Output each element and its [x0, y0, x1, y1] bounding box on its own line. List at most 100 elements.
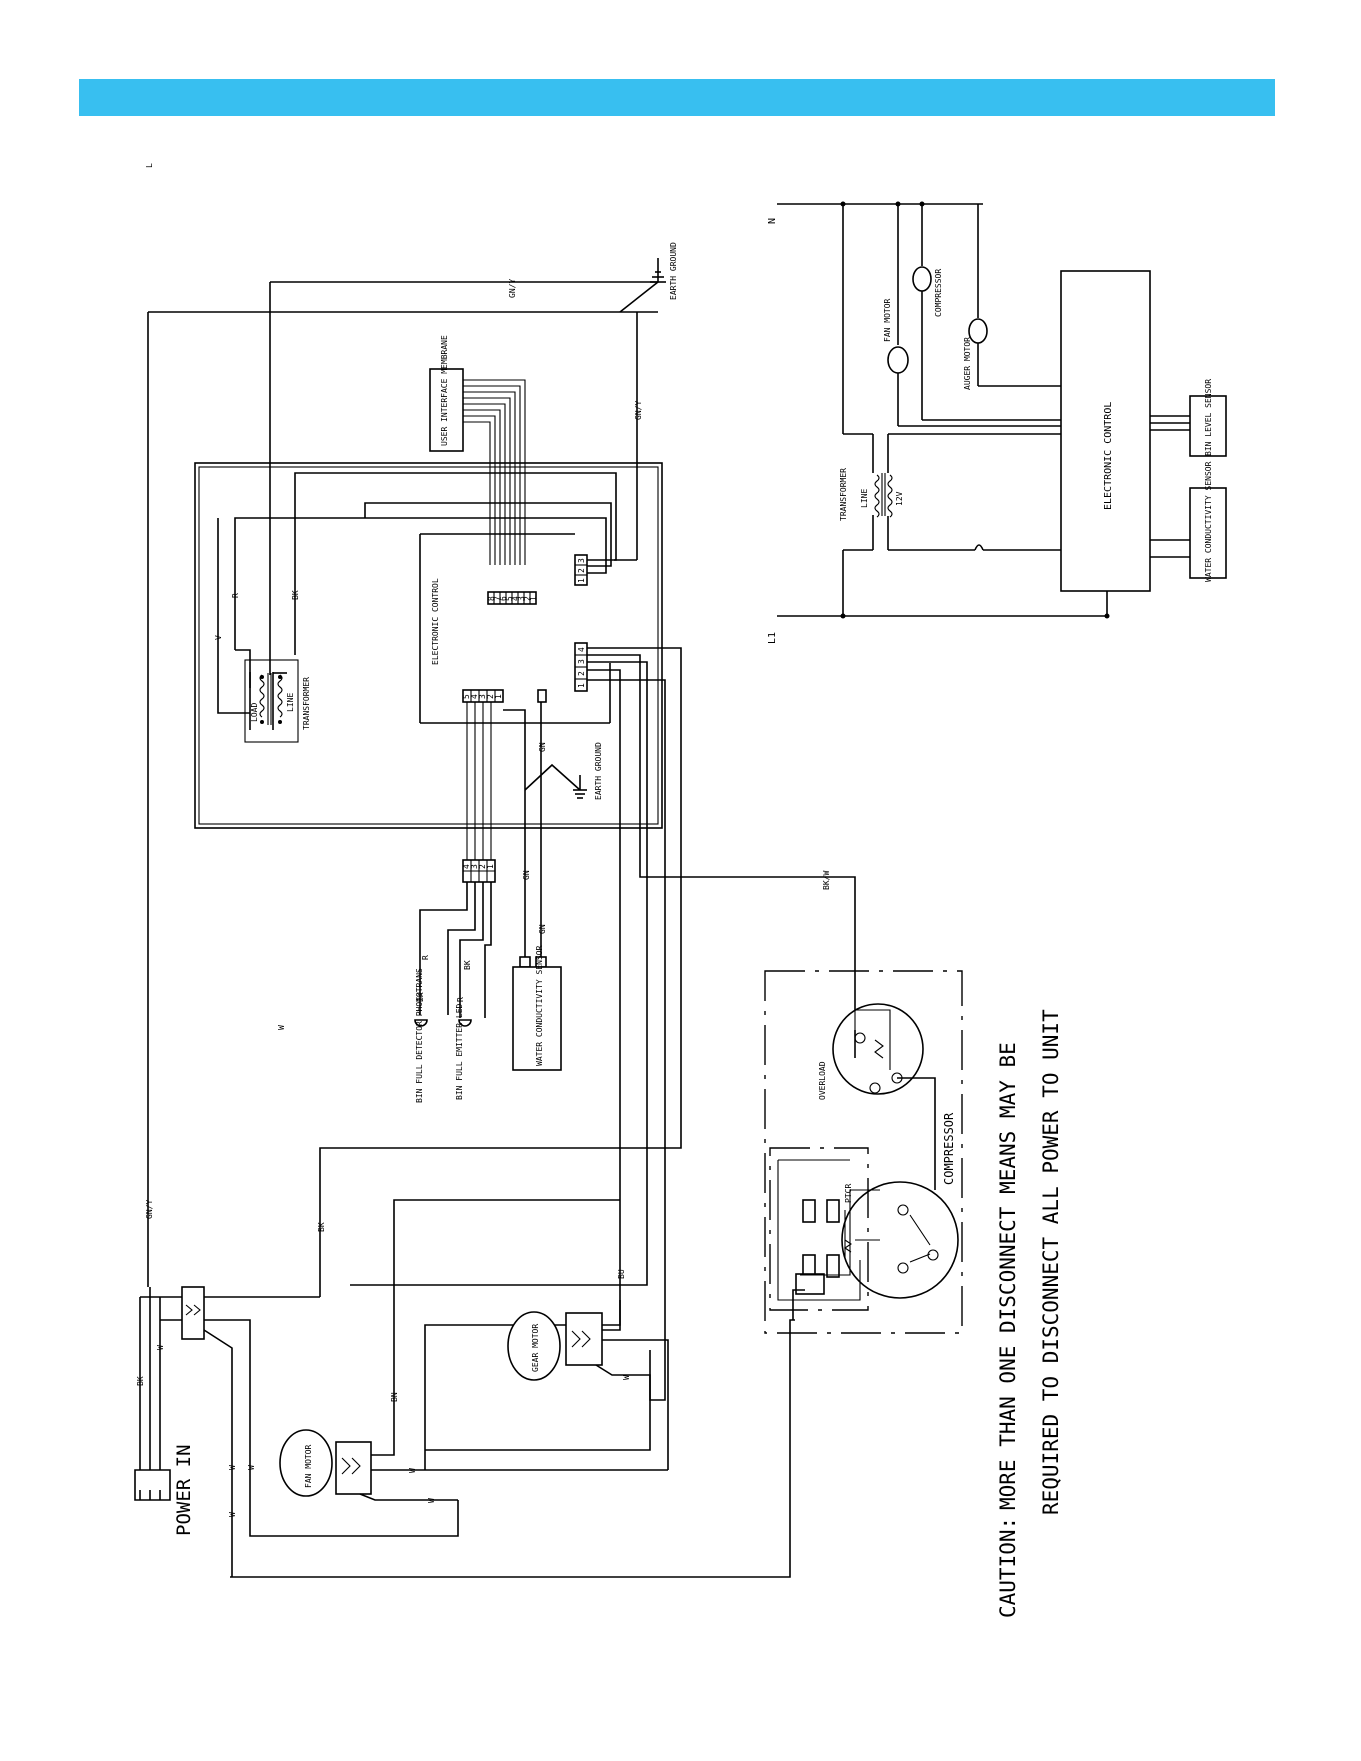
- water-conductivity-label: WATER CONDUCTIVITY SENSOR: [535, 945, 544, 1066]
- ground-terminal: [537, 689, 547, 703]
- gear-motor-label: GEAR MOTOR: [531, 1324, 540, 1372]
- compressor-enclosure: [764, 970, 963, 1334]
- connector-4-pin-right: [574, 642, 588, 692]
- bk-label-plug: BK: [136, 1376, 145, 1386]
- bin-full-emitter-symbol: [458, 1019, 472, 1027]
- fan-motor: [279, 1429, 333, 1497]
- connector-4-right-pin: 4: [577, 647, 586, 652]
- bk-label-emitter: BK: [463, 960, 472, 970]
- connector-8-pin: 6: [499, 596, 508, 601]
- bu-label: BU: [617, 1269, 626, 1279]
- w-label-plug: W: [156, 1345, 165, 1350]
- transformer-label: TRANSFORMER: [302, 677, 311, 730]
- corner-mark: L: [145, 163, 154, 168]
- schematic-water-conductivity-label: WATER CONDUCTIVITY SENSOR: [1204, 461, 1213, 582]
- gear-motor-terminal: [565, 1312, 603, 1366]
- header-banner: [79, 79, 1275, 116]
- gn-y-top-label: GN/Y: [508, 279, 517, 298]
- connector-5-pin: 2: [486, 694, 495, 699]
- connector-8-pin: 8: [487, 596, 496, 601]
- connector-3-pin: 3: [577, 558, 586, 563]
- earth-ground-box: [524, 763, 587, 799]
- caution: CAUTION: MORE THAN ONE DISCONNECT MEANS …: [996, 1009, 1063, 1618]
- connector-8-pin: 3: [517, 596, 526, 601]
- gn-label-1: GN: [538, 742, 547, 752]
- w-label-fan-1: W: [408, 1468, 417, 1473]
- water-conductivity-sensor: [512, 966, 562, 1071]
- power-in-label: POWER IN: [173, 1444, 195, 1536]
- connector-5-pin: 4: [470, 694, 479, 699]
- schematic-12v-label: 12V: [895, 491, 904, 506]
- schematic-l1-label: L1: [767, 632, 778, 644]
- r-label-top: R: [231, 593, 240, 598]
- fan-motor-terminal: [335, 1441, 372, 1495]
- connector-8-pin: 7: [493, 596, 502, 601]
- schematic-bin-level-sensor-label: BIN LEVEL SENSOR: [1204, 379, 1213, 456]
- schematic-bin-level-sensor: [1189, 395, 1227, 457]
- schematic-fan-motor-label: FAN MOTOR: [883, 298, 892, 342]
- connector-3-pin: 1: [577, 578, 586, 583]
- plug-terminal-block: [181, 1286, 205, 1340]
- connector-3-pin: 2: [577, 568, 586, 573]
- w-label-fan-2: W: [427, 1498, 436, 1503]
- schematic: N L1 FAN MOTOR COMPRESSOR AUGER MOTOR EL…: [767, 201, 1227, 644]
- compressor-label: COMPRESSOR: [942, 1112, 956, 1185]
- connector-4-pin-left: [462, 859, 496, 883]
- connector-4-left-pin: 1: [486, 864, 495, 869]
- user-interface-label: USER INTERFACE MEMBRANE: [440, 335, 449, 446]
- bn-label: BN: [390, 1392, 399, 1402]
- bin-full-emitter-label: BIN FULL EMITTER LED: [455, 1003, 464, 1100]
- bk-label-mid: BK: [317, 1222, 326, 1232]
- connector-5-pin: 3: [478, 694, 487, 699]
- caution-line-1: MORE THAN ONE DISCONNECT MEANS MAY BE: [996, 1042, 1020, 1510]
- gn-y-left-label: GN/Y: [145, 1200, 154, 1219]
- connector-8-pin: 4: [511, 596, 520, 601]
- control-box-inner: [198, 466, 659, 825]
- compressor-motor: [841, 1181, 959, 1299]
- w-label-left-2: W: [247, 1465, 256, 1470]
- r-label-emitter: R: [456, 997, 465, 1002]
- schematic-n-label: N: [767, 218, 778, 224]
- bin-full-detector-symbol: [414, 1019, 428, 1027]
- connector-4-right-pin: 1: [577, 683, 586, 688]
- bk-w-label: BK/W: [822, 871, 831, 890]
- gn-label-2: GN: [522, 870, 531, 880]
- w-label-left-3: W: [228, 1512, 237, 1517]
- gear-motor: [507, 1311, 561, 1381]
- transformer: [244, 659, 299, 743]
- w-label-gear: W: [622, 1375, 631, 1380]
- connector-4-right-pin: 3: [577, 659, 586, 664]
- power-in-plug: [134, 1287, 171, 1501]
- schematic-fan-motor: [887, 346, 909, 374]
- connector-4-left-pin: 4: [462, 864, 471, 869]
- v-label: V: [214, 635, 223, 640]
- earth-ground-top-label: EARTH GROUND: [669, 242, 678, 300]
- earth-ground-box-label: EARTH GROUND: [594, 742, 603, 800]
- w-label-1: W: [277, 1025, 286, 1030]
- connector-4-right-pin: 2: [577, 671, 586, 676]
- fan-motor-label: FAN MOTOR: [304, 1444, 313, 1488]
- schematic-electronic-control-label: ELECTRONIC CONTROL: [1103, 402, 1114, 510]
- overload: [832, 1003, 924, 1095]
- ptcr-label: PTCR: [844, 1184, 853, 1203]
- line-label: LINE: [286, 693, 295, 712]
- schematic-line-label: LINE: [860, 489, 869, 508]
- schematic-transformer-label: TRANSFORMER: [839, 468, 848, 521]
- connector-8-pin: 1: [529, 596, 538, 601]
- schematic-electronic-control: [1060, 270, 1151, 592]
- connector-8-pin: [487, 591, 537, 605]
- connector-4-left-pin: 3: [470, 864, 479, 869]
- gn-label-3: GN: [538, 924, 547, 934]
- gn-y-mid-label: GN/Y: [634, 401, 643, 420]
- schematic-compressor-label: COMPRESSOR: [934, 269, 943, 317]
- schematic-compressor: [912, 266, 932, 292]
- schematic-water-conductivity-sensor: [1189, 487, 1227, 579]
- electronic-control-label: ELECTRONIC CONTROL: [431, 578, 440, 665]
- connector-8-pin: 5: [505, 596, 514, 601]
- w-label-left-1: W: [228, 1465, 237, 1470]
- user-interface-membrane: [429, 368, 464, 452]
- earth-ground-top: [650, 258, 666, 283]
- control-box-outer: [194, 462, 663, 829]
- schematic-auger-motor-label: AUGER MOTOR: [963, 337, 972, 390]
